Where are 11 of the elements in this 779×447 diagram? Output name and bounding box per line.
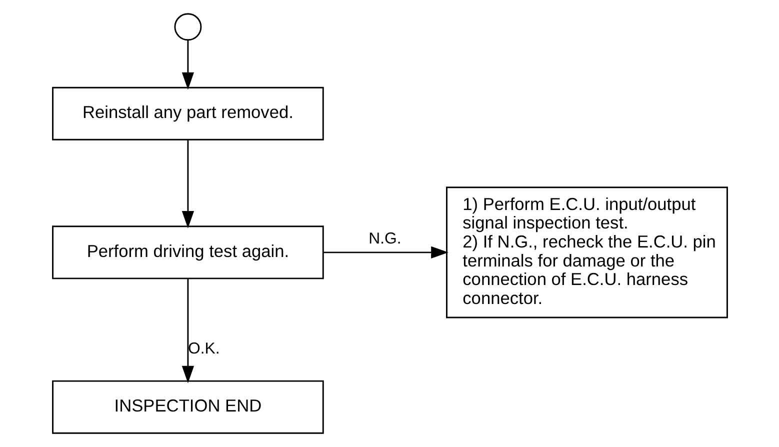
node-box: Perform driving test again. <box>52 226 324 280</box>
arrow <box>181 140 194 228</box>
edge-label: N.G. <box>368 230 401 248</box>
arrow <box>181 278 194 384</box>
arrow <box>323 246 448 258</box>
node-box: 1) Perform E.C.U. input/output signal inspection test. 2) If N.G., recheck the E.C.U. pin terminals for damage or the connection of E.C.U. harness connector. <box>446 186 728 318</box>
node-box: Reinstall any part removed. <box>52 86 324 140</box>
arrow <box>181 40 194 90</box>
node-box: INSPECTION END <box>52 380 324 434</box>
edge-label: O.K. <box>187 340 220 358</box>
node-circle <box>174 13 202 41</box>
